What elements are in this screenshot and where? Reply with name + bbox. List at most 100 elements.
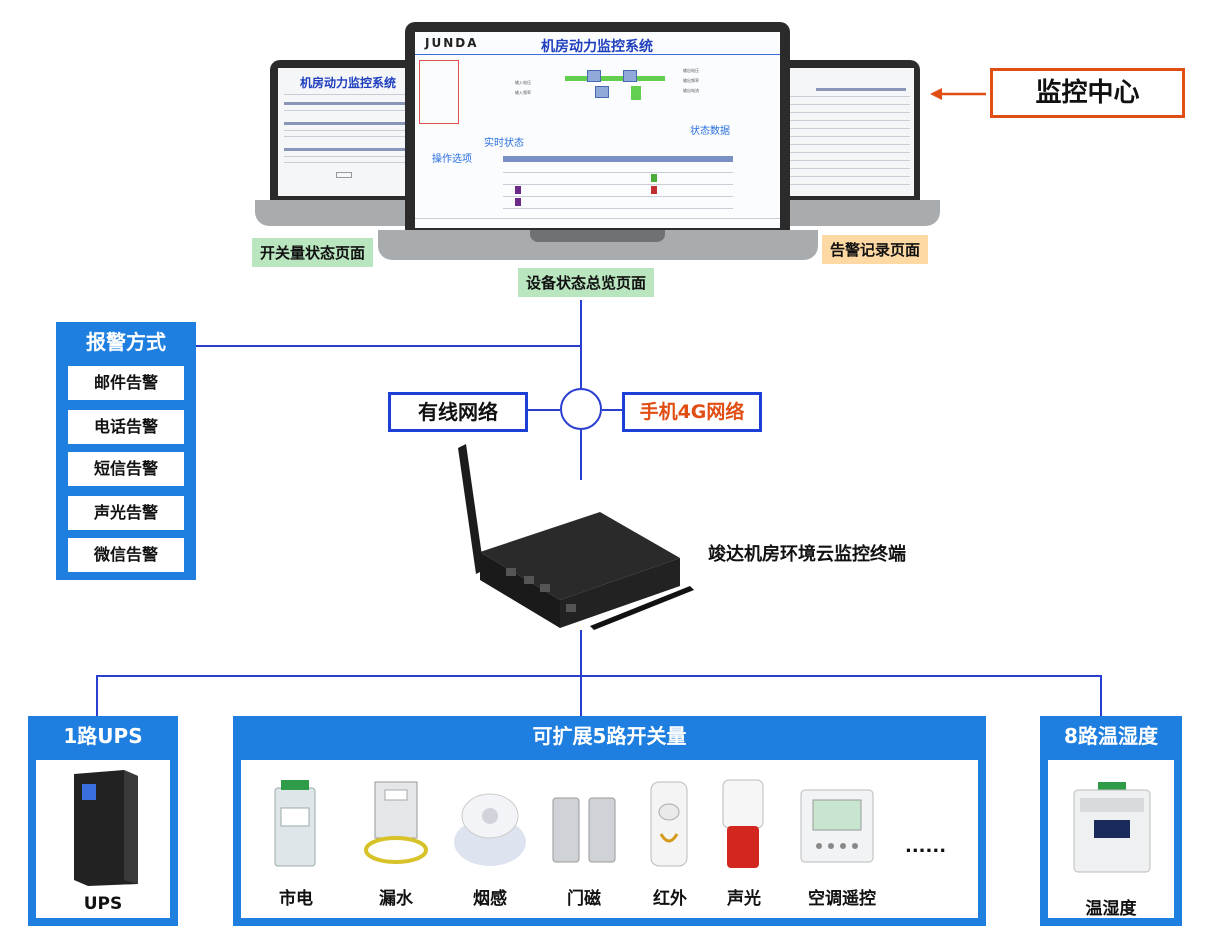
door-sensor-icon [552,797,616,863]
ups-card: UPS [36,760,170,918]
center-logo: JUNDA [425,36,479,50]
mini-readout: 输出电流 [683,88,699,93]
connector-line [96,675,98,717]
table-header-bar [284,122,406,125]
connector-line [580,430,582,480]
divider [790,160,910,161]
label-mains: 市电 [279,889,313,909]
divider [503,172,733,173]
ups-title: 1路UPS [28,720,178,749]
terminal-label: 竣达机房环境云监控终端 [708,544,906,565]
label-ac-remote: 空调遥控 [808,889,876,909]
more-items: ...... [905,836,947,857]
realtime-table-header [503,156,733,162]
label-siren: 声光 [727,889,761,909]
status-icon [515,198,521,206]
alarm-item-phone: 电话告警 [68,410,184,444]
divider [790,128,910,129]
connector-line [580,675,582,717]
smoke-detector-icon [454,793,526,866]
divider [790,176,910,177]
mini-readout: 输出电压 [683,68,699,73]
divider [790,96,910,97]
divider [790,144,910,145]
center-laptop-title: 机房动力监控系统 [541,39,653,55]
mini-button [336,172,352,178]
alarm-title: 报警方式 [86,330,166,354]
divider [503,196,733,197]
table-header-bar [816,88,906,91]
alarm-item-sms: 短信告警 [68,452,184,486]
mini-readout: 输入电压 [515,80,531,85]
divider [284,94,406,95]
right-laptop-display [786,68,914,196]
center-page-tag: 设备状态总览页面 [518,268,655,297]
divider [284,110,406,111]
divider [790,104,910,105]
th-panel: 8路温湿度 温湿度 [1040,716,1182,926]
footer-rule [415,218,780,219]
left-laptop-display: 机房动力监控系统 [278,68,412,196]
divider [790,120,910,121]
mini-readout: 输出频率 [683,78,699,83]
monitor-center-box: 监控中心 [990,68,1185,118]
annotation-realtime: 实时状态 [484,138,524,149]
status-icon [515,186,521,194]
alarm-item-email: 邮件告警 [68,366,184,400]
switch-card: ...... 市电 漏水 烟感 门磁 红外 声光 空调遥控 [241,760,978,918]
right-page-tag: 告警记录页面 [822,235,929,264]
status-icon [651,186,657,194]
label-smoke: 烟感 [473,889,507,909]
label-infrared: 红外 [653,889,687,909]
divider [503,184,733,185]
siren-icon [722,779,764,868]
monitor-center-label: 监控中心 [1035,78,1140,108]
divider [790,112,910,113]
divider [284,136,406,137]
center-laptop-display: JUNDA 机房动力监控系统 输入电压 输入频率 输出电压 输出频率 输出电流 [415,32,780,228]
ups-caption: UPS [83,894,123,914]
connector-line [602,409,622,411]
ops-sidebar [419,60,459,124]
connector-line [192,345,581,347]
right-laptop-base [770,200,940,226]
flow-diagram [565,68,665,108]
th-caption: 温湿度 [1085,899,1137,919]
label-water-leak: 漏水 [379,889,413,909]
ups-device-icon [74,770,138,886]
connector-line [528,409,560,411]
header-rule [415,54,780,55]
right-laptop-screen [780,60,920,200]
arrow-left-icon [930,88,986,100]
th-title: 8路温湿度 [1040,720,1182,749]
center-laptop-screen: JUNDA 机房动力监控系统 输入电压 输入频率 输出电压 输出频率 输出电流 [405,22,790,230]
divider [284,156,406,157]
table-header-bar [284,102,406,105]
connector-line [580,300,582,388]
connector-line [96,675,1102,677]
divider [790,136,910,137]
mobile-network-box: 手机4G网络 [622,392,762,432]
annotation-ops: 操作选项 [432,154,472,165]
left-page-tag: 开关量状态页面 [252,238,374,267]
divider [284,130,406,131]
switch-panel: 可扩展5路开关量 [233,716,986,926]
infrared-sensor-icon [650,781,688,867]
switch-title: 可扩展5路开关量 [233,720,986,749]
mains-sensor-icon [274,780,316,867]
alarm-item-sound-light: 声光告警 [68,496,184,530]
th-sensor-icon [1073,782,1151,873]
left-laptop-screen: 机房动力监控系统 [270,60,420,200]
label-door: 门磁 [567,889,601,909]
wired-network-box: 有线网络 [388,392,528,432]
divider [790,168,910,169]
status-icon [651,174,657,182]
th-card: 温湿度 [1048,760,1174,919]
divider [284,162,406,163]
water-leak-sensor-icon [364,781,428,864]
divider [790,152,910,153]
terminal-device-icon [458,444,694,630]
alarm-panel: 报警方式 邮件告警 电话告警 短信告警 声光告警 微信告警 [56,322,196,580]
connector-line [580,630,582,680]
divider [790,184,910,185]
